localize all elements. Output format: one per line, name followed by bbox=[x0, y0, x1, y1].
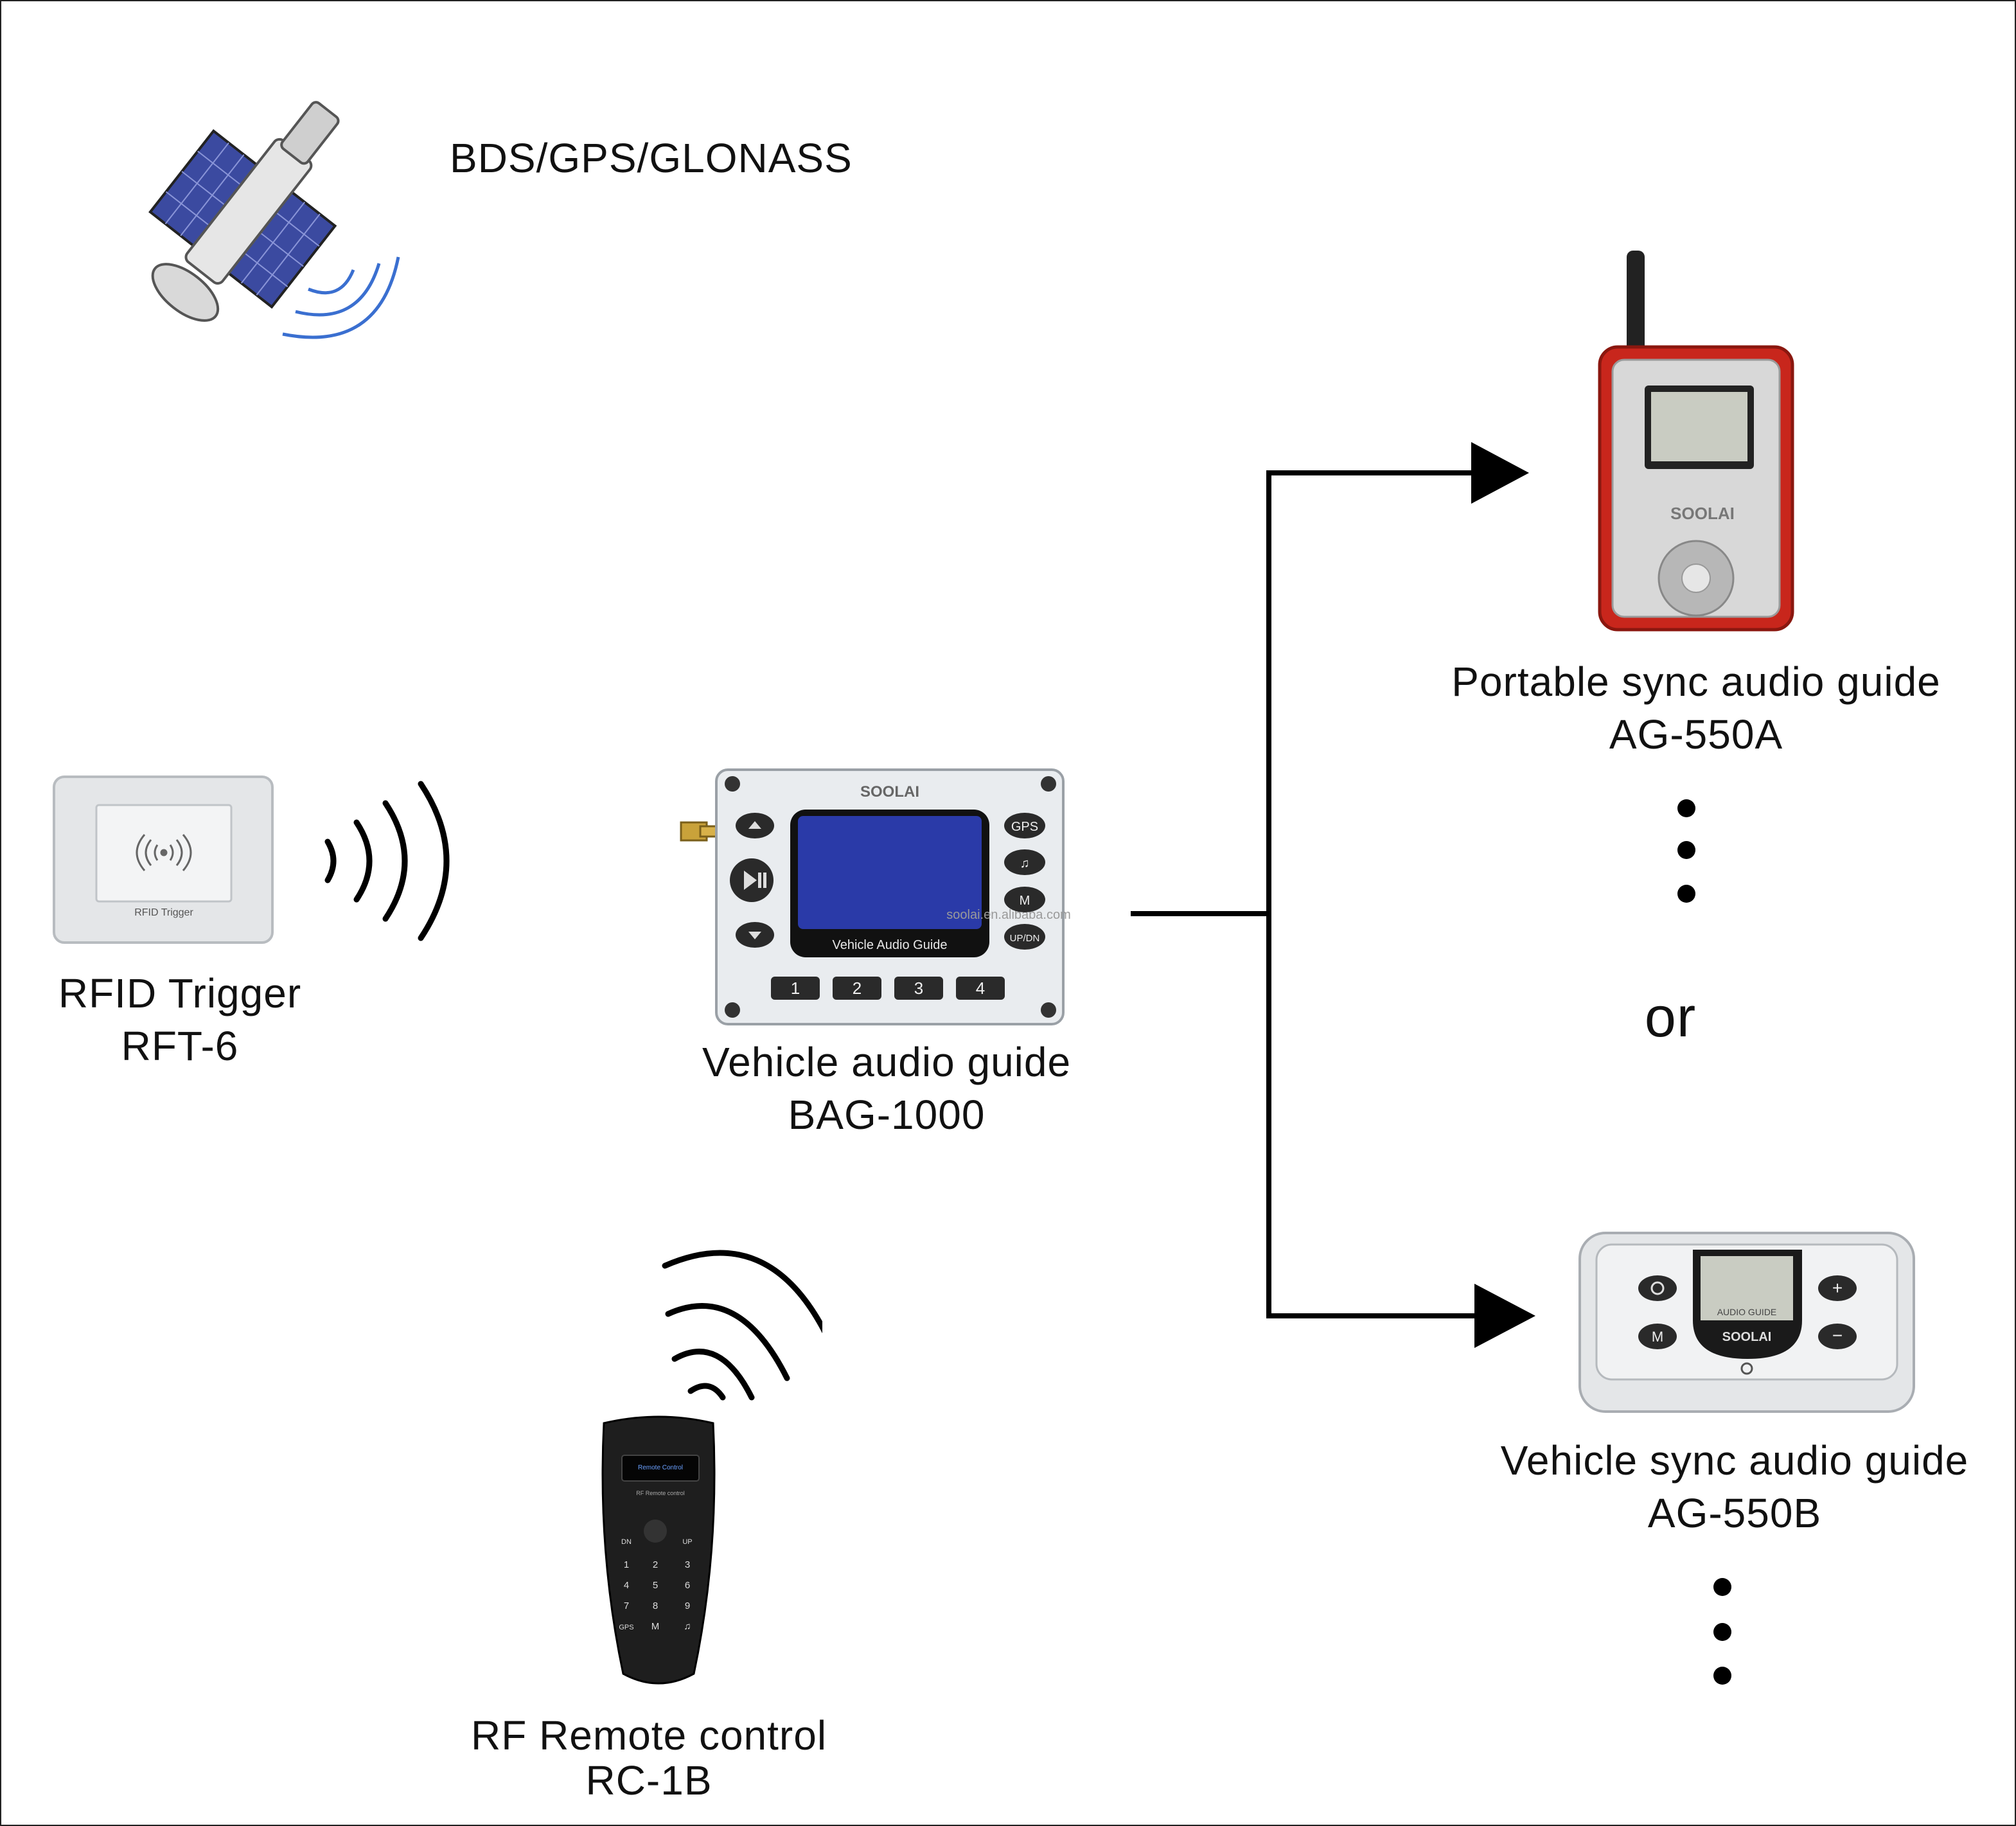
bag-button-3-label: 3 bbox=[914, 979, 923, 998]
portable-guide-model: AG-550A bbox=[1609, 711, 1783, 758]
or-separator: or bbox=[1644, 985, 1697, 1049]
remote-waves-icon bbox=[662, 1250, 822, 1401]
vehicle-audio-guide-model: BAG-1000 bbox=[788, 1092, 986, 1138]
remote-subtitle: RF Remote control bbox=[636, 1490, 685, 1496]
remote-key-9[interactable]: 9 bbox=[685, 1600, 690, 1611]
rfid-symbol-icon bbox=[136, 834, 192, 871]
remote-key-5[interactable]: 5 bbox=[653, 1580, 658, 1591]
rfid-trigger-model: RFT-6 bbox=[121, 1023, 239, 1069]
satellite-icon bbox=[148, 101, 400, 339]
vehicle-sync-m-button[interactable] bbox=[1638, 1324, 1677, 1349]
portable-screen bbox=[1651, 392, 1747, 461]
rfid-trigger-device: RFID Trigger bbox=[53, 776, 274, 944]
bag-music-label: ♫ bbox=[1020, 856, 1030, 871]
remote-key-3[interactable]: 3 bbox=[685, 1559, 690, 1570]
power-icon bbox=[1650, 1281, 1665, 1295]
portable-audio-guide-device: SOOLAI bbox=[1598, 251, 1794, 632]
rfid-trigger-name: RFID Trigger bbox=[58, 970, 302, 1016]
bag-m-button[interactable] bbox=[1004, 887, 1045, 912]
bag-updn-label: UP/DN bbox=[1010, 933, 1040, 944]
vehicle-sync-guide-name: Vehicle sync audio guide bbox=[1500, 1437, 1969, 1484]
arrow-to-portable-icon bbox=[1471, 442, 1529, 504]
remote-key-6[interactable]: 6 bbox=[685, 1580, 690, 1591]
rf-remote-name: RF Remote control bbox=[470, 1712, 827, 1759]
vehicle-audio-guide-device: SOOLAI Vehicle Audio Guide soolai.en.ali… bbox=[680, 768, 1071, 1025]
minus-icon: − bbox=[1832, 1325, 1843, 1345]
vehicle-audio-guide-label: Vehicle audio guide BAG-1000 bbox=[655, 1036, 1118, 1141]
more-portable-dots-icon bbox=[1677, 799, 1695, 903]
remote-key-7[interactable]: 7 bbox=[624, 1600, 629, 1611]
more-vehicle-sync-dots-icon bbox=[1713, 1578, 1731, 1685]
rfid-device-caption: RFID Trigger bbox=[134, 907, 193, 918]
portable-guide-name: Portable sync audio guide bbox=[1451, 659, 1941, 705]
bag-brand: SOOLAI bbox=[860, 783, 919, 801]
portable-guide-label: Portable sync audio guide AG-550A bbox=[1413, 655, 1979, 761]
headphone-jack-icon bbox=[1740, 1362, 1753, 1375]
portable-antenna bbox=[1627, 251, 1645, 360]
remote-key-4[interactable]: 4 bbox=[624, 1580, 629, 1591]
bag-button-4-label: 4 bbox=[976, 979, 985, 998]
bag-m-label: M bbox=[1020, 894, 1030, 908]
portable-center-button[interactable] bbox=[1681, 563, 1711, 593]
satellite-label: BDS/GPS/GLONASS bbox=[450, 135, 853, 181]
bag-button-1-label: 1 bbox=[791, 979, 800, 998]
bag-watermark: soolai.en.alibaba.com bbox=[946, 908, 1070, 922]
arrow-to-vehicle-sync-icon bbox=[1474, 1284, 1535, 1348]
remote-play-button[interactable] bbox=[644, 1520, 667, 1543]
vehicle-sync-guide-label: Vehicle sync audio guide AG-550B bbox=[1465, 1434, 2004, 1539]
bag-gps-label: GPS bbox=[1011, 820, 1038, 834]
remote-key-m[interactable]: M bbox=[651, 1621, 660, 1632]
vehicle-sync-screen-caption: AUDIO GUIDE bbox=[1717, 1307, 1777, 1317]
vehicle-sync-guide-model: AG-550B bbox=[1647, 1490, 1822, 1536]
bag-screen-caption: Vehicle Audio Guide bbox=[832, 938, 947, 952]
bag-button-1[interactable] bbox=[771, 977, 820, 1000]
rfid-trigger-label: RFID Trigger RFT-6 bbox=[26, 967, 334, 1072]
bag-side-buttons: GPS ♫ M UP/DN bbox=[1004, 813, 1045, 950]
bag-button-3[interactable] bbox=[894, 977, 943, 1000]
plus-icon: + bbox=[1832, 1278, 1843, 1298]
bag-gps-button[interactable] bbox=[1004, 813, 1045, 838]
bag-button-2-label: 2 bbox=[853, 979, 862, 998]
remote-key-gps[interactable]: GPS bbox=[619, 1624, 633, 1631]
bag-music-button[interactable] bbox=[1004, 849, 1045, 875]
vehicle-audio-guide-name: Vehicle audio guide bbox=[702, 1039, 1072, 1085]
remote-key-2[interactable]: 2 bbox=[653, 1559, 658, 1570]
rf-remote-model: RC-1B bbox=[585, 1757, 712, 1804]
vehicle-sync-brand: SOOLAI bbox=[1722, 1330, 1772, 1344]
rf-remote-label: RF Remote control RC-1B bbox=[411, 1713, 887, 1803]
remote-key-up[interactable]: UP bbox=[682, 1538, 692, 1546]
bag-screen bbox=[798, 816, 982, 929]
bag-button-2[interactable] bbox=[833, 977, 881, 1000]
vehicle-sync-power-button[interactable] bbox=[1638, 1275, 1677, 1301]
remote-key-8[interactable]: 8 bbox=[653, 1600, 658, 1611]
vehicle-sync-minus-button[interactable] bbox=[1818, 1324, 1857, 1349]
remote-key-1[interactable]: 1 bbox=[624, 1559, 629, 1570]
vehicle-sync-plus-button[interactable] bbox=[1818, 1275, 1857, 1301]
satellite-dish bbox=[151, 263, 220, 322]
bag-button-4[interactable] bbox=[956, 977, 1005, 1000]
vehicle-sync-guide-device: AUDIO GUIDE SOOLAI M + − bbox=[1578, 1232, 1915, 1413]
portable-brand: SOOLAI bbox=[1670, 504, 1735, 523]
rfid-waves-icon bbox=[324, 781, 450, 941]
remote-key-dn[interactable]: DN bbox=[621, 1538, 632, 1546]
distribution-connector bbox=[1131, 442, 1535, 1348]
remote-screen-text: Remote Control bbox=[638, 1464, 683, 1471]
vehicle-sync-m-label: M bbox=[1652, 1329, 1663, 1345]
vehicle-sync-screen bbox=[1701, 1256, 1793, 1320]
bag-updn-button[interactable] bbox=[1004, 924, 1045, 950]
remote-key-music[interactable]: ♫ bbox=[684, 1621, 691, 1632]
rf-remote-device: Remote Control RF Remote control DN UP 1… bbox=[601, 1415, 716, 1685]
